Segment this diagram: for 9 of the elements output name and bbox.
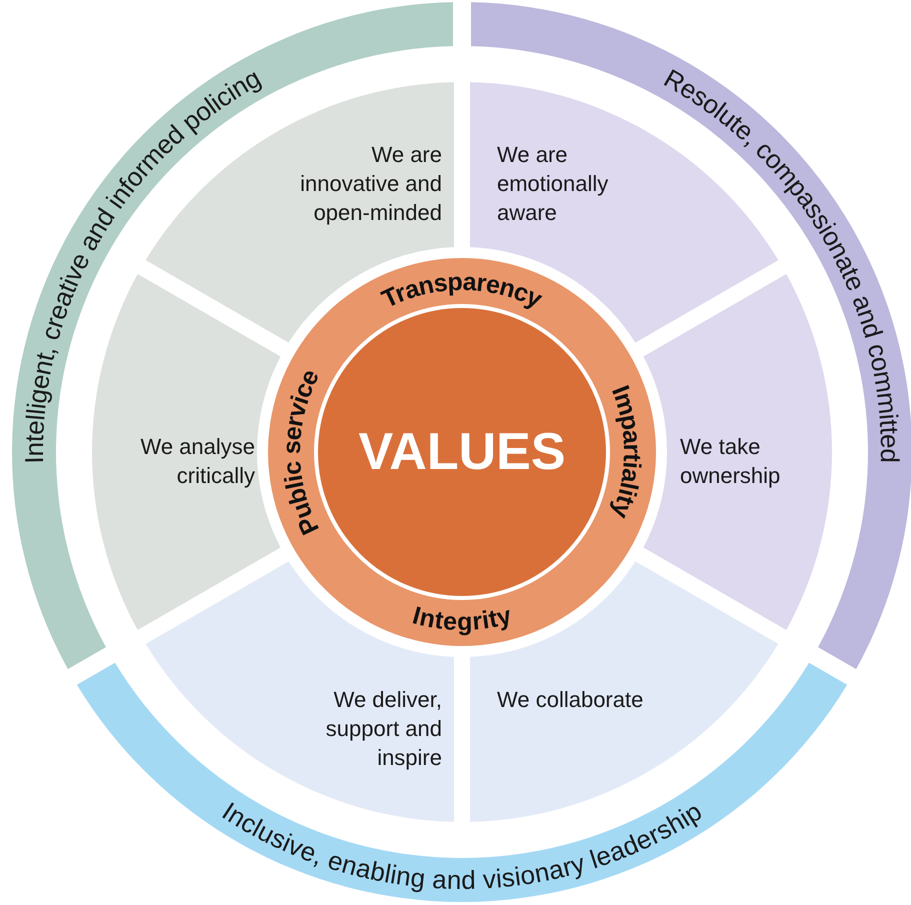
segment-label: We collaborate — [497, 686, 644, 714]
segment-label: We are innovative and open-minded — [299, 141, 442, 227]
value-label: Integrity — [410, 601, 514, 636]
segment-label: We deliver, support and inspire — [324, 686, 442, 772]
core-label: VALUES — [358, 423, 566, 481]
value-label: Transparency — [378, 268, 546, 314]
segment-label: We analyse critically — [139, 433, 255, 490]
segment-label: We take ownership — [680, 433, 782, 490]
segment-label: We are emotionally aware — [497, 141, 610, 227]
